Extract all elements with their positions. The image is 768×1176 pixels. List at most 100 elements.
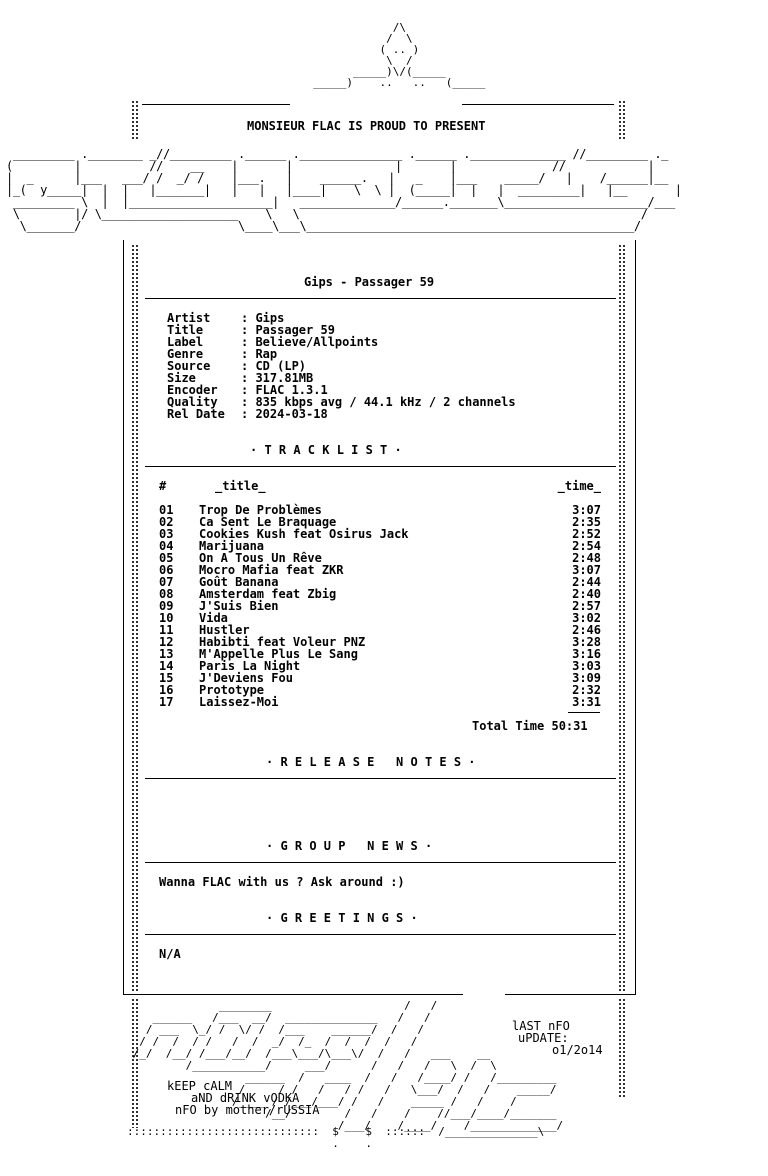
track-number: 03 (159, 527, 174, 541)
header-banner-bar (142, 104, 290, 105)
track-number: 08 (159, 587, 174, 601)
frame-left-edge (123, 240, 124, 994)
track-number: 02 (159, 515, 174, 529)
track-time: 3:28 (572, 635, 601, 649)
divider (145, 298, 616, 299)
update-label: uPDATE: (518, 1031, 569, 1045)
update-date: o1/2o14 (552, 1043, 603, 1057)
track-time: 2:32 (572, 683, 601, 697)
tracklist-header: # _title_ _time_ (159, 480, 601, 492)
track-title: Goût Banana (199, 575, 279, 589)
track-time: 3:07 (572, 563, 601, 577)
track-row: 07 Goût Banana 2:44 (159, 576, 601, 588)
track-title: Mocro Mafia feat ZKR (199, 563, 344, 577)
info-row-genre: Genre: Rap (167, 347, 278, 361)
track-title: Paris La Night (199, 659, 301, 673)
track-time: 2:44 (572, 575, 601, 589)
divider (145, 466, 616, 467)
col-num-header: # (159, 479, 167, 493)
track-time: 3:31 (572, 695, 601, 709)
track-number: 16 (159, 683, 174, 697)
total-time: Total Time 50:31 (472, 719, 588, 733)
track-number: 14 (159, 659, 174, 673)
track-time: 2:48 (572, 551, 601, 565)
footer-left-dots (131, 998, 139, 1128)
total-rule (568, 712, 600, 713)
footer-right-dots (618, 998, 626, 1098)
track-title: M'Appelle Plus Le Sang (199, 647, 358, 661)
nfo-by-text: nFO by mother/rUSSIA (175, 1103, 320, 1117)
track-row: 04 Marijuana 2:54 (159, 540, 601, 552)
footer-top-bar (123, 994, 463, 995)
col-title-header: _title_ (215, 479, 266, 493)
track-number: 04 (159, 539, 174, 553)
track-number: 17 (159, 695, 174, 709)
track-number: 05 (159, 551, 174, 565)
release-heading: Gips - Passager 59 (304, 275, 435, 289)
group-news-title: · G R O U P N E W S · (266, 839, 433, 853)
track-title: Habibti feat Voleur PNZ (199, 635, 366, 649)
track-time: 2:57 (572, 599, 601, 613)
track-time: 3:16 (572, 647, 601, 661)
track-title: J'Suis Bien (199, 599, 279, 613)
footer-bottom-art: ::::::::::::::::::::::::::::: $ $ ::::::… (127, 1125, 545, 1150)
track-number: 09 (159, 599, 174, 613)
track-title: Hustler (199, 623, 250, 637)
info-row-size: Size: 317.81MB (167, 371, 314, 385)
present-text: MONSIEUR FLAC IS PROUD TO PRESENT (247, 119, 486, 133)
track-number: 15 (159, 671, 174, 685)
track-title: Trop De Problèmes (199, 503, 322, 517)
header-banner-bar (462, 104, 614, 105)
release-info: Artist: Gips Title: Passager 59 Label: B… (167, 312, 516, 420)
frame-right-dots (618, 244, 626, 992)
info-row-source: Source: CD (LP) (167, 359, 307, 373)
track-time: 3:07 (572, 503, 601, 517)
track-time: 2:54 (572, 539, 601, 553)
divider (145, 934, 616, 935)
track-row: 14 Paris La Night 3:03 (159, 660, 601, 672)
footer-logo-art: ________ / / ______ /___ __/ ___________… (132, 999, 564, 1132)
track-title: Prototype (199, 683, 265, 697)
track-title: Ca Sent Le Braquage (199, 515, 337, 529)
info-row-artist: Artist: Gips (167, 311, 285, 325)
info-row-quality: Quality: 835 kbps avg / 44.1 kHz / 2 cha… (167, 395, 516, 409)
track-number: 01 (159, 503, 174, 517)
track-number: 12 (159, 635, 174, 649)
track-title: On A Tous Un Rêve (199, 551, 322, 565)
track-row: 16 Prototype 2:32 (159, 684, 601, 696)
track-title: Vida (199, 611, 228, 625)
info-row-title: Title: Passager 59 (167, 323, 335, 337)
divider (145, 862, 616, 863)
divider (145, 778, 616, 779)
track-row: 05 On A Tous Un Rêve 2:48 (159, 552, 601, 564)
track-title: J'Deviens Fou (199, 671, 293, 685)
track-time: 3:03 (572, 659, 601, 673)
track-title: Amsterdam feat Zbig (199, 587, 337, 601)
header-right-dots (618, 100, 626, 140)
track-time: 2:46 (572, 623, 601, 637)
track-row: 09 J'Suis Bien 2:57 (159, 600, 601, 612)
track-time: 3:02 (572, 611, 601, 625)
track-title: Laissez-Moi (199, 695, 279, 709)
header-diamond-art: /\ / \ ( .. ) \ / _____)\/(_____ _____) … (313, 21, 486, 89)
group-logo-art: _________ .________ _//_________ .______… (6, 147, 682, 233)
track-title: Cookies Kush feat Osirus Jack (199, 527, 409, 541)
last-nfo-label: lAST nFO (512, 1019, 570, 1033)
group-news-text: Wanna FLAC with us ? Ask around :) (159, 875, 405, 889)
vodka-text: aND dRINK vODKA (191, 1091, 300, 1105)
track-number: 07 (159, 575, 174, 589)
greetings-text: N/A (159, 947, 181, 961)
track-number: 06 (159, 563, 174, 577)
track-row: 06 Mocro Mafia feat ZKR 3:07 (159, 564, 601, 576)
col-time-header: _time_ (557, 479, 601, 493)
track-title: Marijuana (199, 539, 265, 553)
track-row: 17 Laissez-Moi 3:31 (159, 696, 601, 708)
track-time: 2:52 (572, 527, 601, 541)
footer-top-bar (505, 994, 636, 995)
